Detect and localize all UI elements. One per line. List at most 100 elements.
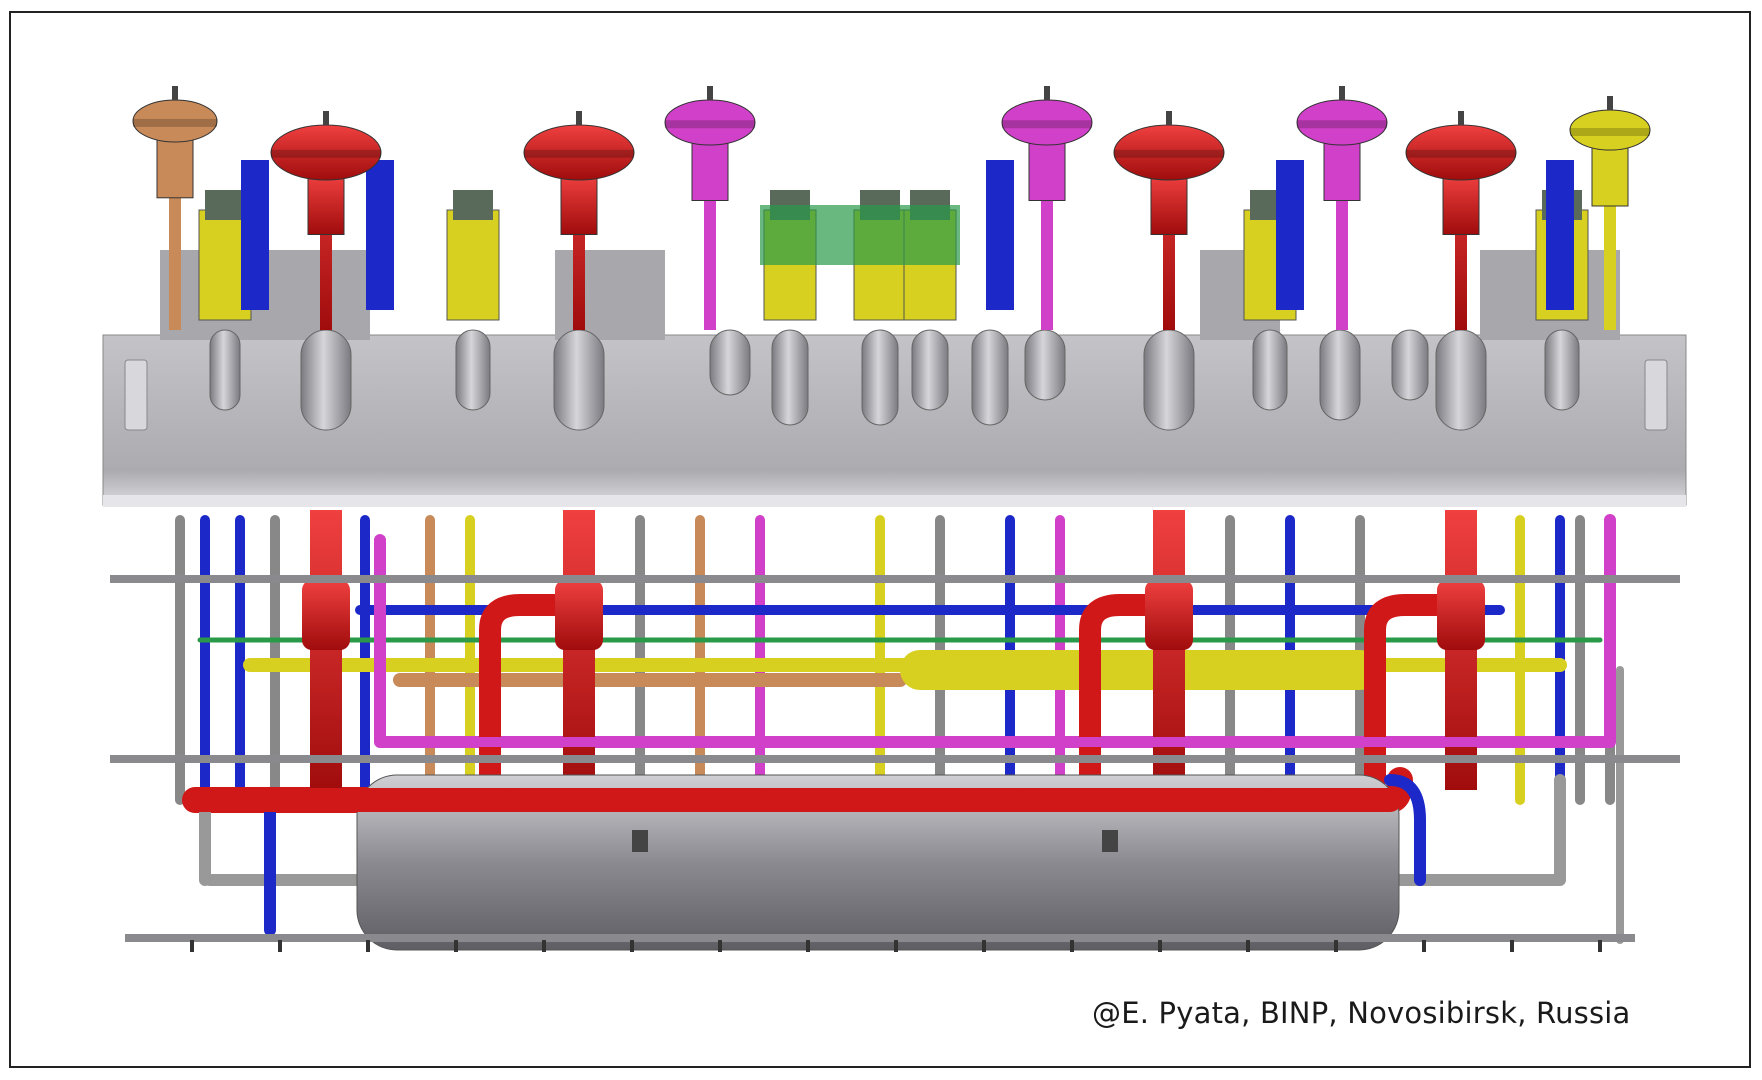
actuator-seam bbox=[133, 118, 217, 127]
tan-valve bbox=[132, 86, 218, 330]
valve-yoke bbox=[1150, 174, 1188, 235]
red-valve bbox=[1113, 111, 1225, 330]
base-foot bbox=[542, 940, 546, 952]
red-valve-body bbox=[302, 580, 350, 650]
actuator-seam bbox=[1297, 120, 1387, 129]
valve-box-top-plate bbox=[102, 250, 1687, 507]
actuator-top bbox=[1458, 111, 1464, 125]
actuator-top bbox=[323, 111, 329, 125]
cryo-cylinder bbox=[1252, 329, 1288, 411]
base-foot bbox=[1422, 940, 1426, 952]
red-valve bbox=[270, 111, 382, 330]
red-valve-body bbox=[1145, 580, 1193, 650]
base-foot bbox=[806, 940, 810, 952]
base-foot bbox=[982, 940, 986, 952]
actuator-seam bbox=[1406, 149, 1516, 158]
actuator-top bbox=[172, 86, 178, 100]
actuator-seam bbox=[665, 120, 755, 129]
blue-valve-branch bbox=[986, 160, 1014, 310]
lifting-lug bbox=[124, 359, 148, 431]
actuator-top bbox=[1607, 96, 1613, 110]
green-manifold bbox=[760, 205, 960, 265]
red-valve-body bbox=[1437, 580, 1485, 650]
valve-yoke bbox=[560, 174, 598, 235]
tank-drain bbox=[1102, 830, 1118, 852]
base-foot bbox=[1510, 940, 1514, 952]
cryo-cylinder bbox=[1024, 329, 1066, 401]
actuator-seam bbox=[1570, 128, 1650, 136]
base-rail bbox=[125, 934, 1635, 942]
valve-yoke bbox=[1591, 145, 1629, 207]
instrument-valve bbox=[446, 209, 500, 321]
cryo-cylinder bbox=[861, 329, 899, 426]
actuator-top bbox=[1044, 86, 1050, 100]
base-foot bbox=[190, 940, 194, 952]
blue-valve-branch bbox=[1276, 160, 1304, 310]
blue-pipe bbox=[1384, 774, 1426, 886]
magenta-valve bbox=[1296, 86, 1388, 330]
magenta-valve bbox=[664, 86, 756, 330]
figure-frame bbox=[9, 11, 1751, 1068]
cryo-cylinder bbox=[709, 329, 751, 396]
blue-valve-branch bbox=[1546, 160, 1574, 310]
magenta-valve bbox=[1001, 86, 1093, 330]
actuator-seam bbox=[1002, 120, 1092, 129]
red-riser-pipe bbox=[1364, 594, 1471, 791]
base-foot bbox=[1598, 940, 1602, 952]
valve-actuators bbox=[132, 86, 1651, 330]
base-foot bbox=[894, 940, 898, 952]
support-rail bbox=[110, 575, 1680, 583]
red-riser-pipe bbox=[479, 594, 581, 811]
base-foot bbox=[1158, 940, 1162, 952]
base-foot bbox=[630, 940, 634, 952]
image-credit-caption: @E. Pyata, BINP, Novosibirsk, Russia bbox=[1092, 996, 1631, 1030]
blue-valve-branch bbox=[366, 160, 394, 310]
actuator-seam bbox=[1114, 149, 1224, 158]
red-valve-body bbox=[555, 580, 603, 650]
actuator-seam bbox=[524, 149, 634, 158]
instrument-valve-head bbox=[205, 190, 245, 220]
actuator-seam bbox=[271, 149, 381, 158]
cryo-cylinder bbox=[1143, 329, 1195, 431]
valve-yoke bbox=[1442, 174, 1480, 235]
cryo-cylinder bbox=[553, 329, 605, 431]
valve-yoke bbox=[691, 140, 729, 201]
support-rail bbox=[110, 755, 1680, 763]
piping-section bbox=[110, 510, 1680, 952]
blue-valve-branch bbox=[241, 160, 269, 310]
cryo-cylinder bbox=[911, 329, 949, 411]
back-vessel bbox=[555, 250, 665, 340]
instrument-valve-head bbox=[453, 190, 493, 220]
cryo-cylinder bbox=[455, 329, 491, 411]
storage-tank bbox=[356, 774, 1400, 951]
gray-pipe bbox=[1394, 774, 1566, 886]
actuator-top bbox=[1339, 86, 1345, 100]
valve-yoke bbox=[1028, 140, 1066, 201]
yellow-valve bbox=[1569, 96, 1651, 330]
top-plate-edge bbox=[103, 495, 1686, 507]
red-valve bbox=[1405, 111, 1517, 330]
red-valve bbox=[523, 111, 635, 330]
base-foot bbox=[718, 940, 722, 952]
base-foot bbox=[1334, 940, 1338, 952]
base-foot bbox=[278, 940, 282, 952]
tank-drain bbox=[632, 830, 648, 852]
actuator-top bbox=[576, 111, 582, 125]
cryo-cylinder bbox=[1319, 329, 1361, 421]
actuator-top bbox=[1166, 111, 1172, 125]
valve-yoke bbox=[1323, 140, 1361, 201]
base-foot bbox=[1246, 940, 1250, 952]
actuator-top bbox=[707, 86, 713, 100]
cryo-cylinder bbox=[1391, 329, 1429, 401]
cryo-cylinder bbox=[771, 329, 809, 426]
cryo-cylinder bbox=[1544, 329, 1580, 411]
cryo-cylinder bbox=[209, 329, 241, 411]
red-riser-pipe bbox=[1079, 594, 1181, 811]
cryo-cylinder bbox=[300, 329, 352, 431]
cryo-cylinder bbox=[1435, 329, 1487, 431]
valve-yoke bbox=[307, 174, 345, 235]
lifting-lug bbox=[1644, 359, 1668, 431]
cryo-cylinder bbox=[971, 329, 1009, 426]
valve-yoke bbox=[156, 137, 194, 199]
